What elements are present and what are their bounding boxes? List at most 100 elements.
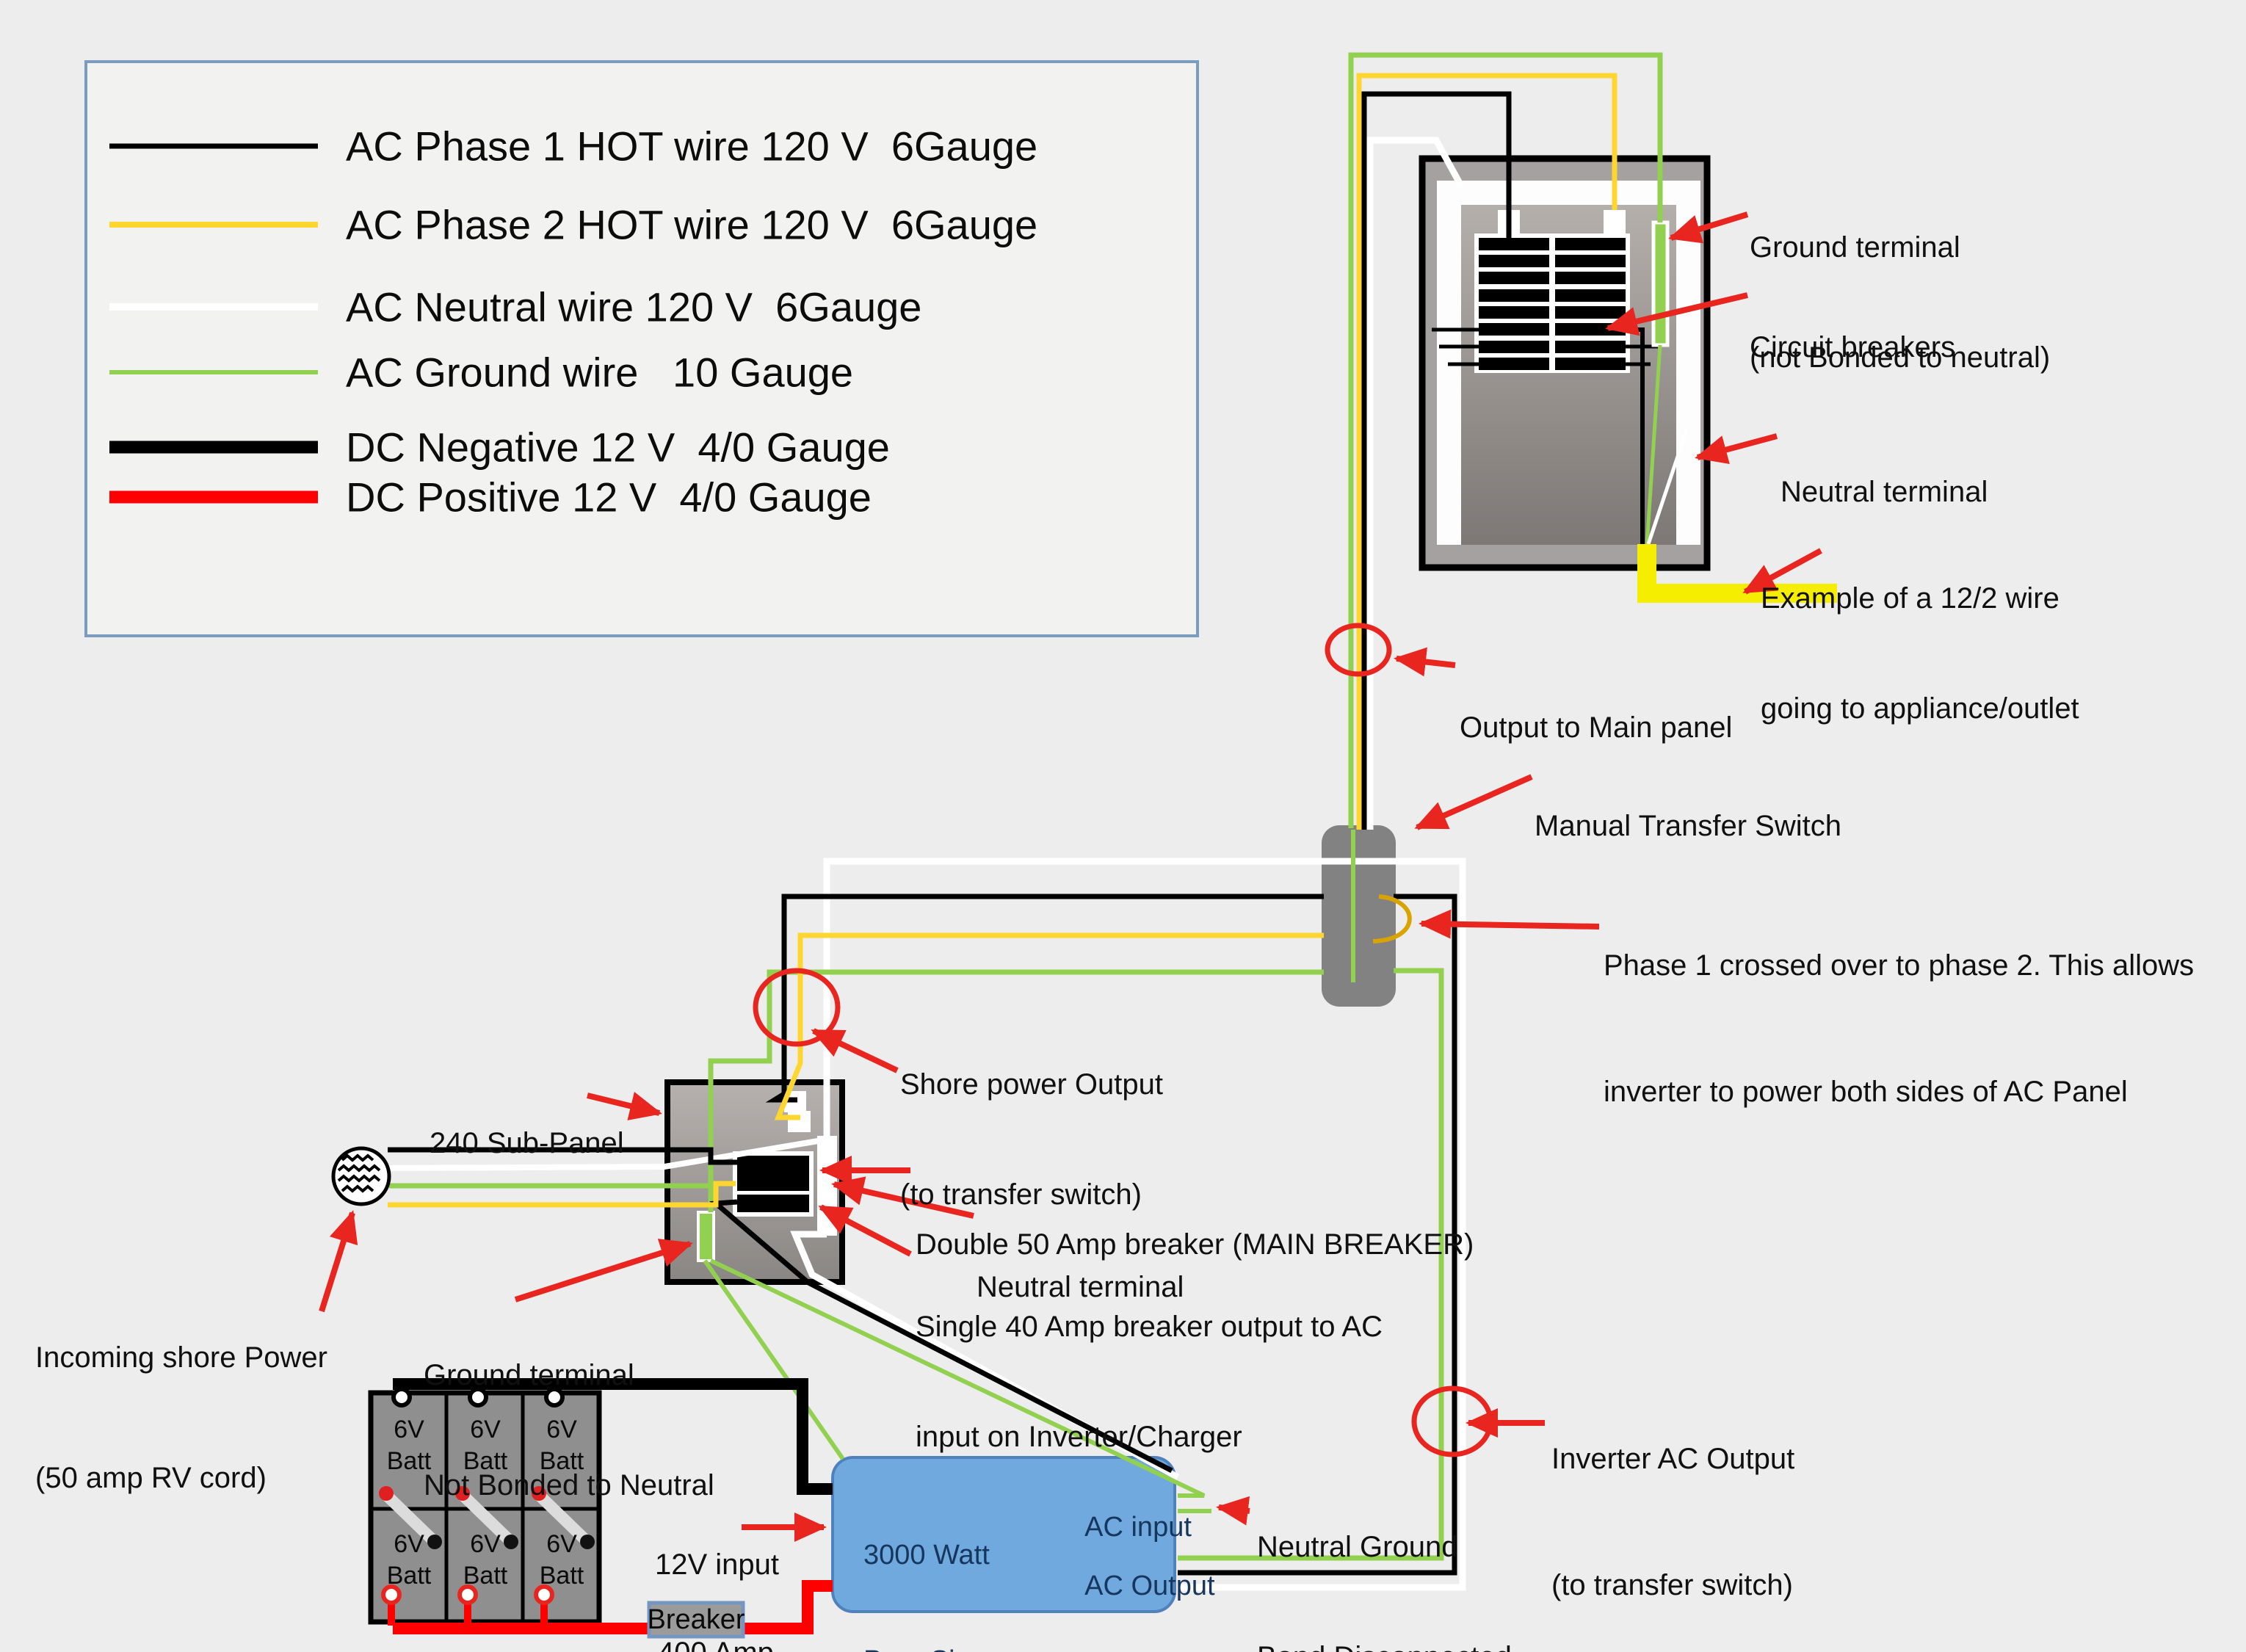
arrow-single-40amp bbox=[818, 1204, 912, 1257]
label-circuit-breakers: Circuit breakers bbox=[1750, 331, 1956, 363]
label-240-subpanel: 240 Sub-Panel bbox=[430, 1127, 624, 1159]
wire-phase1-to-phase2-crossover bbox=[1372, 894, 1412, 943]
label-400-amp: 400 Amp bbox=[658, 1561, 774, 1652]
cable-12-2-yellow bbox=[1637, 544, 1837, 603]
arrow-manual-transfer-switch bbox=[1414, 774, 1533, 830]
legend-label: AC Phase 2 HOT wire 120 V 6Gauge bbox=[346, 201, 1038, 248]
annotation-arrows bbox=[319, 211, 1822, 1542]
inverter-title: 3000 Watt Pure Sine Inverter/ 12V Charge… bbox=[863, 1540, 990, 1652]
label-phase-crossover: Phase 1 crossed over to phase 2. This al… bbox=[1604, 949, 2195, 1108]
wire-neutral-shore bbox=[388, 1138, 819, 1171]
arrow-phase-crossover bbox=[1419, 909, 1600, 939]
wire-12-2-neutral bbox=[1646, 430, 1689, 545]
label-single-40amp: Single 40 Amp breaker output to AC input… bbox=[916, 1311, 1383, 1453]
circle-inverter-ac-output bbox=[1411, 1385, 1493, 1457]
label-neutral-ground-bond: Neutral Ground Bond Disconnected bbox=[1257, 1531, 1512, 1652]
arrow-example-12-2 bbox=[1742, 548, 1822, 595]
inverter-charger-body bbox=[831, 1456, 1176, 1613]
main-panel-lug-right bbox=[1604, 210, 1626, 236]
wire-phase1-ac-input-40amp bbox=[709, 1199, 1173, 1474]
wire-phase1-subpanel-to-switch bbox=[765, 894, 1324, 1103]
legend-label: DC Negative 12 V 4/0 Gauge bbox=[346, 424, 890, 471]
legend-label: AC Ground wire 10 Gauge bbox=[346, 349, 854, 396]
wire-neutral-main-run bbox=[823, 858, 1466, 1591]
arrow-ground-terminal-main bbox=[1668, 211, 1749, 244]
wire-phase1-inverter-output bbox=[1178, 894, 1457, 1576]
inverter-ac-input-label: AC input bbox=[1084, 1512, 1192, 1543]
battery-series-jumpers bbox=[379, 1486, 595, 1549]
label-shore-power-output: Shore power Output (to transfer switch) bbox=[900, 1068, 1163, 1211]
inverter-ac-output-label: AC Output bbox=[1084, 1571, 1215, 1601]
battery-bottom-terminals bbox=[381, 1584, 554, 1605]
wire-ground-subpanel-to-switch bbox=[708, 969, 1324, 1212]
wire-ground-to-inverter-chassis bbox=[703, 1259, 845, 1460]
legend-label: DC Positive 12 V 4/0 Gauge bbox=[346, 474, 872, 521]
wire-phase2-to-main-panel bbox=[1356, 73, 1618, 830]
circle-output-to-main bbox=[1325, 623, 1392, 677]
legend-line-dc-negative bbox=[109, 441, 318, 454]
ground-terminal-bar-main bbox=[1651, 220, 1670, 347]
legend-label: AC Neutral wire 120 V 6Gauge bbox=[346, 283, 922, 330]
label-ground-terminal-sub: Ground terminal Not Bonded to Neutral bbox=[424, 1359, 714, 1501]
legend-line-dc-positive bbox=[109, 490, 318, 504]
legend-box: AC Phase 1 HOT wire 120 V 6Gauge AC Phas… bbox=[84, 60, 1199, 637]
legend-line-neutral bbox=[109, 303, 318, 311]
sub-panel-lug-2 bbox=[788, 1111, 811, 1132]
double-50amp-main-breaker bbox=[737, 1156, 809, 1191]
label-double-50amp: Double 50 Amp breaker (MAIN BREAKER) bbox=[916, 1228, 1474, 1261]
battery-bank bbox=[368, 1390, 602, 1625]
arrow-ground-terminal-sub bbox=[514, 1239, 693, 1303]
shore-power-connector bbox=[331, 1146, 391, 1206]
label-incoming-shore-power: Incoming shore Power (50 amp RV cord) bbox=[35, 1341, 327, 1494]
label-neutral-terminal-main: Neutral terminal bbox=[1781, 476, 1988, 508]
arrow-240-subpanel bbox=[587, 1092, 662, 1120]
main-panel-frame-top bbox=[1437, 181, 1700, 205]
legend-line-ground bbox=[109, 370, 318, 374]
arrow-incoming-shore bbox=[319, 1210, 358, 1313]
label-example-12-2: Example of a 12/2 wire going to applianc… bbox=[1761, 582, 2079, 725]
annotation-circles bbox=[753, 623, 1493, 1457]
wire-neutral-to-main-panel bbox=[1366, 137, 1464, 830]
wire-ground-inverter-output bbox=[1178, 968, 1444, 1561]
wire-phase1-to-main-panel bbox=[1361, 91, 1512, 830]
wire-phase2-shore bbox=[388, 1181, 736, 1208]
legend-line-phase1 bbox=[109, 143, 318, 149]
wire-phase2-subpanel-to-switch bbox=[774, 932, 1324, 1120]
label-12v-input: 12V input to Inverter bbox=[655, 1548, 780, 1581]
label-400amp-breaker-box: Breaker bbox=[647, 1604, 745, 1635]
wire-dc-negative-bus bbox=[393, 1378, 833, 1495]
arrow-shore-power-output bbox=[811, 1028, 899, 1073]
battery-top-terminals bbox=[391, 1387, 565, 1408]
circle-shore-power-output bbox=[753, 968, 841, 1047]
wire-ground-ac-input bbox=[709, 1258, 1206, 1498]
wire-12-2-ground bbox=[1645, 344, 1662, 546]
ground-terminal-bar-sub bbox=[697, 1211, 715, 1262]
arrow-bond-disconnected bbox=[1216, 1496, 1250, 1526]
label-neutral-terminal-sub: Neutral terminal bbox=[977, 1271, 1184, 1303]
single-40amp-breaker bbox=[737, 1195, 809, 1212]
legend-line-phase2 bbox=[109, 222, 318, 228]
arrow-neutral-terminal-main bbox=[1695, 433, 1778, 464]
wire-phase1-shore bbox=[388, 1147, 737, 1165]
arrow-neutral-terminal-sub bbox=[831, 1176, 974, 1219]
wire-neutral-ac-input bbox=[790, 1231, 1180, 1480]
arrow-output-main-panel bbox=[1394, 647, 1456, 677]
sub-panel-240 bbox=[664, 1079, 845, 1285]
label-ground-terminal-main: Ground terminal (not Bonded to neutral) bbox=[1750, 231, 2051, 374]
circuit-breaker-bars bbox=[1479, 238, 1626, 370]
label-output-to-main-panel: Output to Main panel bbox=[1460, 711, 1733, 744]
arrow-circuit-breakers bbox=[1605, 292, 1748, 336]
wire-dc-positive-bus bbox=[393, 1580, 833, 1634]
manual-transfer-switch-body bbox=[1322, 825, 1396, 1007]
wire-ground-to-main-panel bbox=[1348, 52, 1663, 828]
legend-label: AC Phase 1 HOT wire 120 V 6Gauge bbox=[346, 123, 1038, 170]
label-manual-transfer-switch: Manual Transfer Switch bbox=[1535, 810, 1841, 842]
label-inverter-ac-output: Inverter AC Output (to transfer switch) bbox=[1551, 1443, 1795, 1601]
